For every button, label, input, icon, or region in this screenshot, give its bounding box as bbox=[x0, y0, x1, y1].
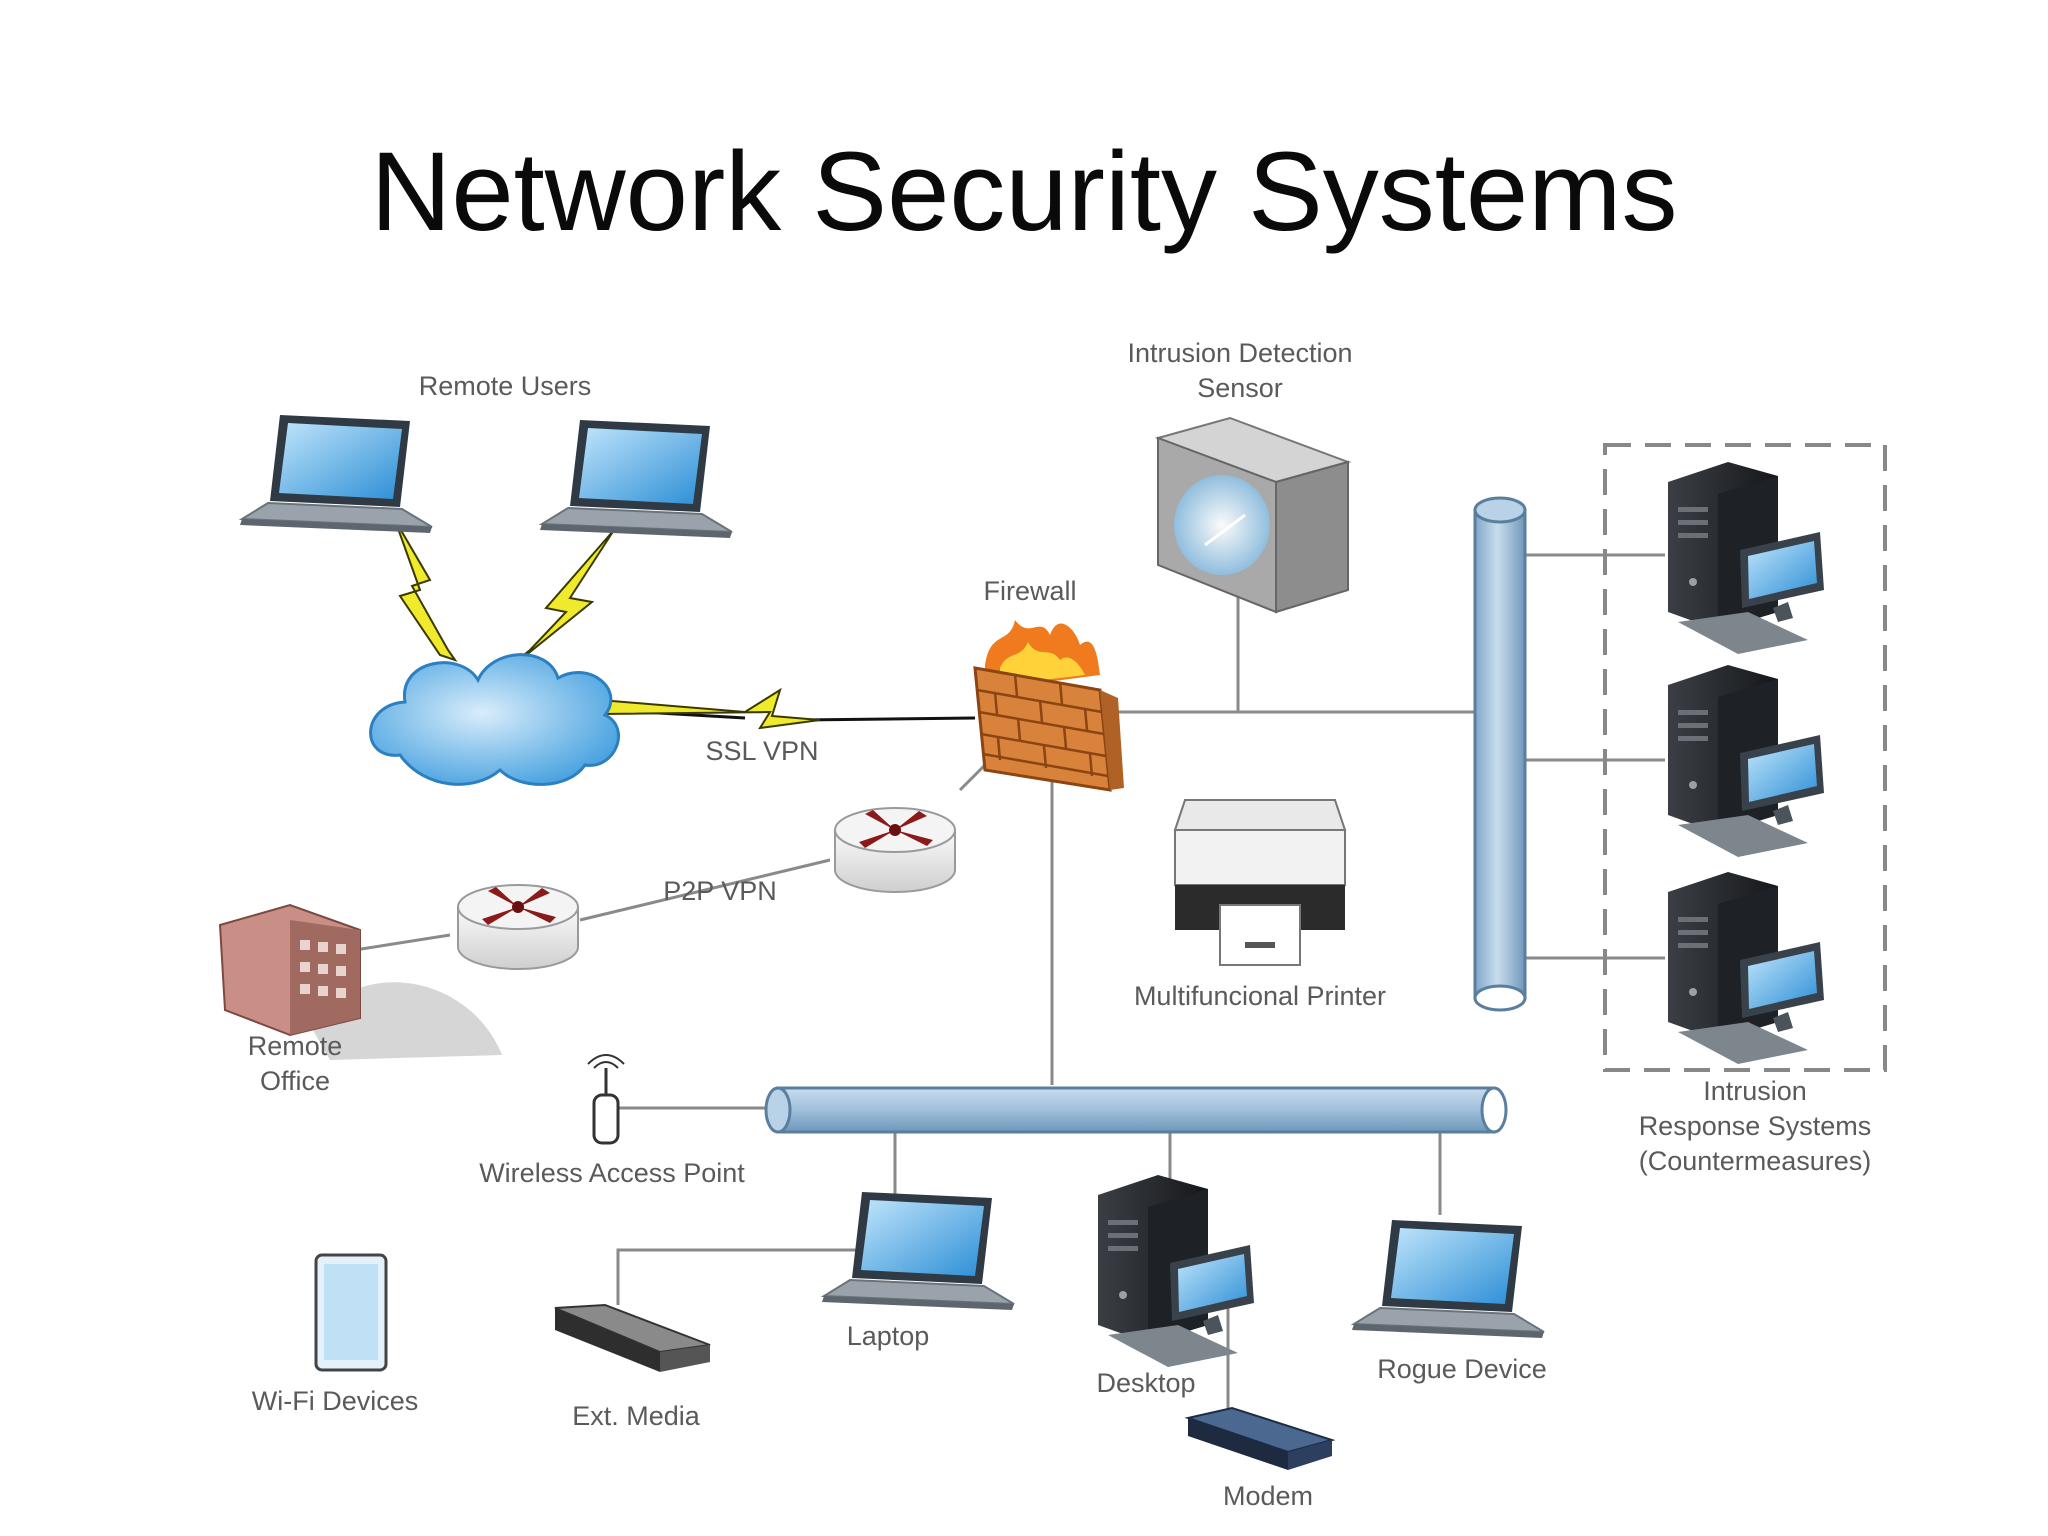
label-irs-line3: (Countermeasures) bbox=[1639, 1146, 1872, 1176]
label-ssl-vpn: SSL VPN bbox=[705, 736, 818, 766]
label-wireless-access-point: Wireless Access Point bbox=[479, 1158, 745, 1188]
wireless-access-point-icon bbox=[587, 1054, 625, 1145]
slide-title: Network Security Systems bbox=[370, 129, 1678, 254]
label-laptop: Laptop bbox=[847, 1321, 930, 1351]
intrusion-response-group-border bbox=[1603, 443, 1887, 1072]
irs-desktop-2 bbox=[1668, 665, 1824, 857]
label-remote-office-line1: Remote bbox=[248, 1031, 343, 1061]
external-media-icon bbox=[554, 1303, 711, 1372]
label-ext-media: Ext. Media bbox=[572, 1401, 701, 1431]
label-remote-users: Remote Users bbox=[419, 371, 592, 401]
lightning-bolt-3 bbox=[599, 687, 821, 730]
wifi-device-tablet-icon bbox=[314, 1253, 388, 1372]
label-remote-office-line2: Office bbox=[260, 1066, 330, 1096]
label-desktop: Desktop bbox=[1096, 1368, 1195, 1398]
label-modem: Modem bbox=[1223, 1481, 1313, 1511]
router-icon-2 bbox=[457, 884, 579, 970]
lightning-bolt-2 bbox=[509, 529, 615, 667]
lan-desktop-icon bbox=[1098, 1175, 1254, 1367]
remote-user-laptop-1 bbox=[239, 414, 433, 534]
modem-icon bbox=[1184, 1406, 1336, 1470]
irs-desktop-1 bbox=[1668, 462, 1824, 654]
wireless-bolts bbox=[394, 519, 821, 730]
internet-cloud-icon bbox=[369, 653, 620, 786]
label-rogue-device: Rogue Device bbox=[1377, 1354, 1547, 1384]
label-ids-line1: Intrusion Detection bbox=[1127, 338, 1352, 368]
label-irs-line1: Intrusion bbox=[1703, 1076, 1807, 1106]
label-printer: Multifuncional Printer bbox=[1134, 981, 1386, 1011]
core-backbone-pipe bbox=[1473, 496, 1527, 1012]
remote-office-building-icon bbox=[218, 903, 502, 1060]
firewall-icon bbox=[973, 620, 1124, 792]
router-icon-1 bbox=[834, 807, 956, 893]
remote-user-laptop-2 bbox=[539, 419, 733, 539]
lightning-bolt-1 bbox=[394, 519, 458, 662]
label-ids-line2: Sensor bbox=[1197, 373, 1283, 403]
label-irs-line2: Response Systems bbox=[1639, 1111, 1872, 1141]
label-p2p-vpn: P2P VPN bbox=[663, 876, 777, 906]
lan-backbone-pipe bbox=[764, 1086, 1508, 1134]
intrusion-detection-sensor-icon bbox=[1154, 416, 1352, 614]
rogue-device-laptop-icon bbox=[1351, 1219, 1545, 1339]
irs-desktop-3 bbox=[1668, 872, 1824, 1064]
label-firewall: Firewall bbox=[983, 576, 1076, 606]
label-wifi-devices: Wi-Fi Devices bbox=[252, 1386, 419, 1416]
multifunction-printer-icon bbox=[1173, 799, 1347, 966]
